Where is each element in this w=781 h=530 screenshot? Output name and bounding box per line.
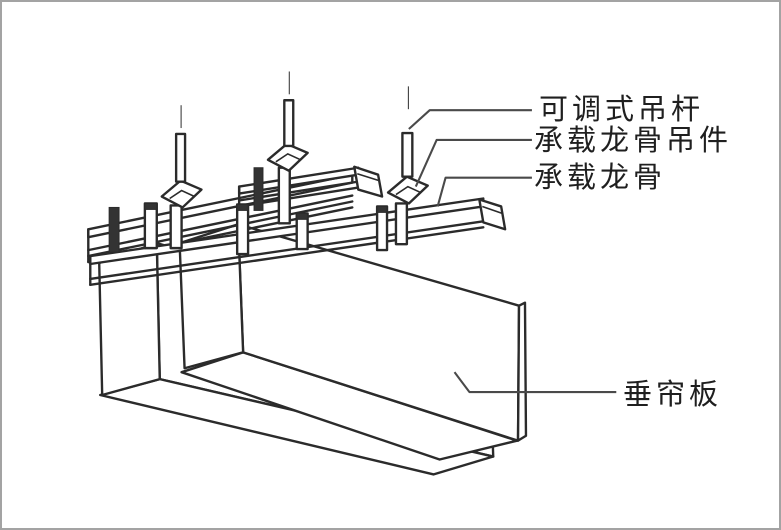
label-adjustable-hanger-rod: 可调式吊杆 [539, 94, 705, 126]
adjustable-hanger-rod [401, 131, 414, 178]
label-baffle-panel: 垂帘板 [623, 379, 723, 411]
adjustable-hanger-rod [283, 99, 295, 148]
baffle-board-front-edge [516, 301, 528, 442]
label-runner-hanger: 承载龙骨吊件 [534, 125, 733, 157]
hook-rod [143, 202, 158, 250]
baffle-board-front-endcap [178, 223, 245, 370]
hanger-rod-lower [169, 204, 183, 250]
carrying-channel-endcap [353, 165, 384, 198]
baffle-board-front [178, 223, 528, 461]
runner-hanger-clip [160, 179, 203, 209]
hanger-rod-lower [277, 166, 291, 225]
leader-line-baffle-panel [453, 371, 617, 394]
label-runner: 承载龙骨 [534, 162, 667, 194]
runner-hanger-clip [266, 142, 309, 172]
baffle-board-back-endcap [98, 241, 161, 397]
hook-rod [375, 205, 389, 252]
hanger-assembly-left [160, 105, 203, 250]
carrying-channel-front-endcap [478, 198, 507, 231]
leader-line-runner-hanger [414, 138, 532, 188]
hanger-rod-lower [394, 202, 409, 246]
hook-rod-dark [108, 206, 120, 253]
adjustable-hanger-rod [174, 132, 187, 183]
hanger-hooks [108, 167, 389, 256]
hanger-assembly-middle [266, 71, 309, 225]
leader-line-runner [436, 176, 532, 207]
leader-line-adjustable-hanger-rod [408, 109, 532, 130]
runner-hanger-clip [386, 175, 429, 205]
hook-rod [235, 203, 250, 256]
hook-rod-dark [253, 167, 264, 211]
